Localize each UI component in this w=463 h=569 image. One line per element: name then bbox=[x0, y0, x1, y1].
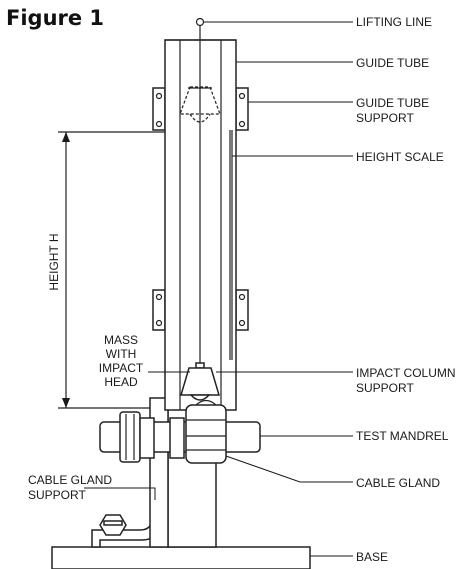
label-impact-column-support-1: IMPACT COLUMN bbox=[356, 366, 456, 380]
label-mass-1: MASS bbox=[104, 333, 138, 347]
mass-with-impact-head bbox=[179, 362, 221, 401]
label-cable-gland-support-2: SUPPORT bbox=[28, 488, 86, 502]
figure-title: Figure 1 bbox=[6, 6, 105, 30]
label-mass-2: WITH bbox=[106, 347, 137, 361]
label-test-mandrel: TEST MANDREL bbox=[356, 429, 449, 443]
label-guide-tube: GUIDE TUBE bbox=[356, 56, 429, 70]
label-height-scale: HEIGHT SCALE bbox=[356, 150, 444, 164]
height-scale bbox=[229, 130, 233, 360]
label-guide-tube-support-2: SUPPORT bbox=[356, 111, 414, 125]
impact-column-support bbox=[149, 397, 217, 548]
guide-tube-support-right bbox=[235, 87, 249, 331]
label-guide-tube-support-1: GUIDE TUBE bbox=[356, 96, 429, 110]
mass-upper-position bbox=[179, 86, 221, 123]
height-dimension bbox=[58, 131, 165, 409]
label-base: BASE bbox=[356, 550, 388, 564]
label-cable-gland-support-1: CABLE GLAND bbox=[28, 473, 112, 487]
label-mass-4: HEAD bbox=[104, 375, 138, 389]
label-lifting-line: LIFTING LINE bbox=[356, 15, 432, 29]
leader-lines bbox=[84, 21, 353, 557]
label-cable-gland: CABLE GLAND bbox=[356, 476, 440, 490]
test-mandrel bbox=[99, 411, 261, 463]
label-impact-column-support-2: SUPPORT bbox=[356, 381, 414, 395]
height-label: HEIGHT H bbox=[47, 233, 61, 290]
guide-tube-support-left bbox=[152, 87, 166, 331]
cable-gland bbox=[185, 399, 227, 464]
lifting-line bbox=[195, 17, 205, 365]
label-mass-3: IMPACT bbox=[99, 361, 144, 375]
base bbox=[51, 546, 311, 569]
